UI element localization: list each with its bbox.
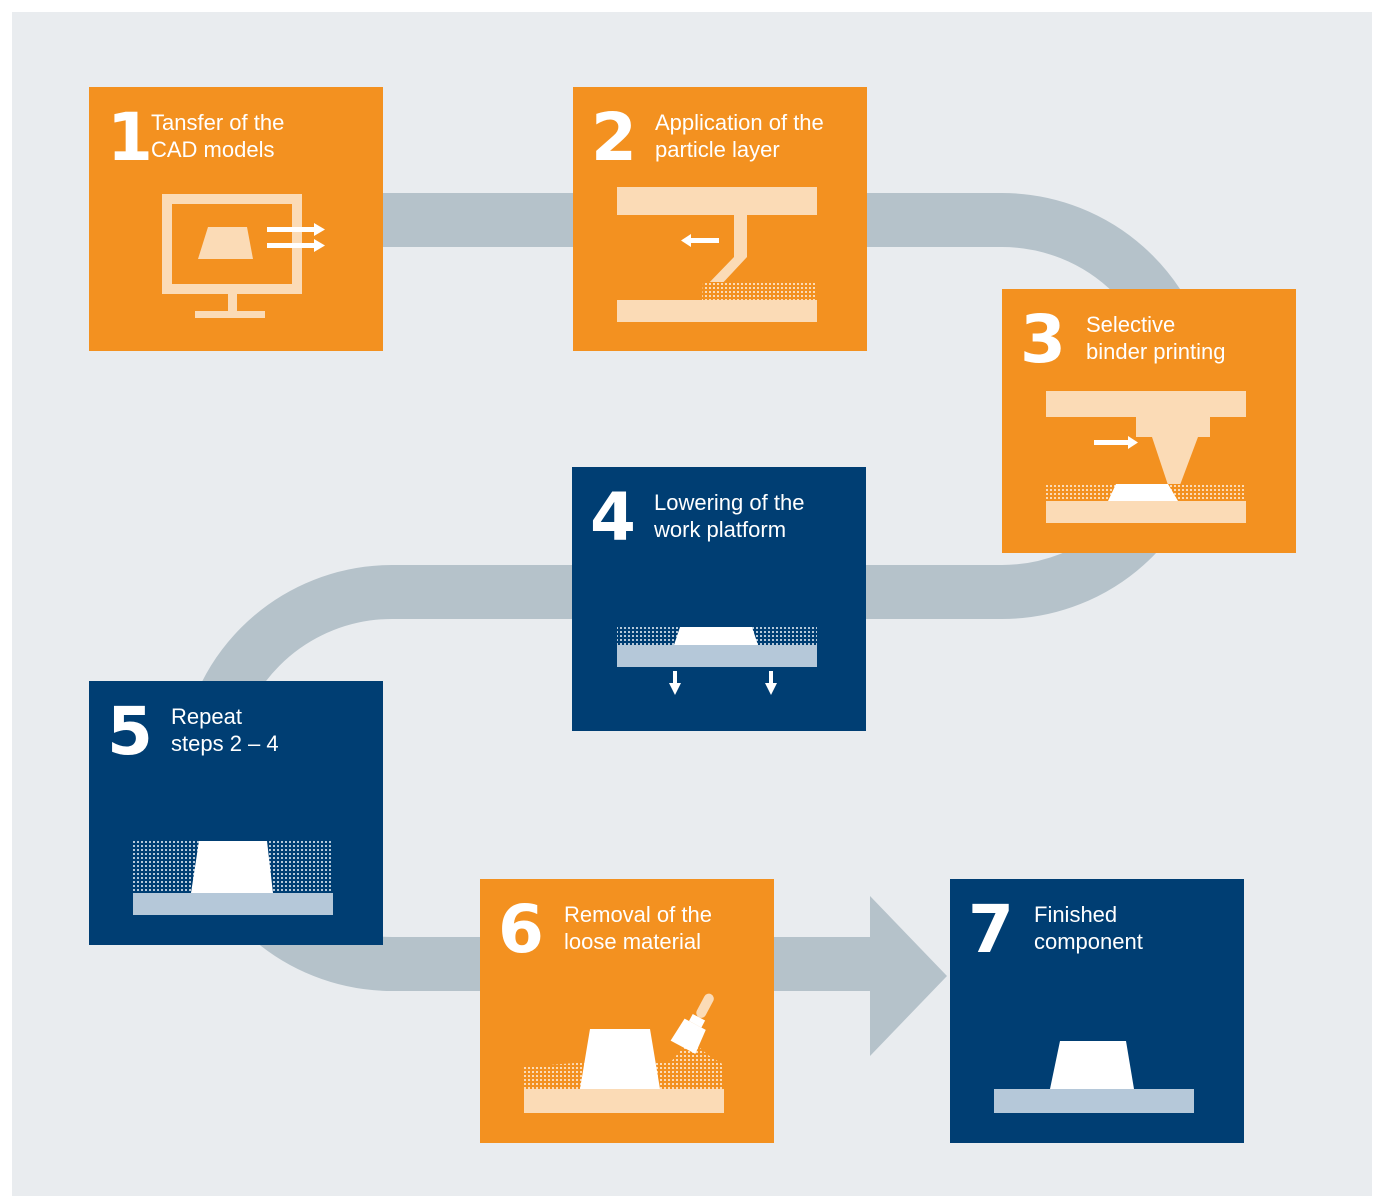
platform-lowering-icon xyxy=(617,627,817,695)
step-5-number: 5 xyxy=(107,693,153,770)
diagram-canvas: 1 Tansfer of the CAD models 2 Applicatio… xyxy=(12,12,1372,1196)
step-7-card: 7 Finished component xyxy=(950,879,1244,1143)
step-6-card: 6 Removal of the loose material xyxy=(480,879,774,1143)
finished-part-icon xyxy=(994,1041,1194,1113)
step-4-card: 4 Lowering of the work platform xyxy=(572,467,866,731)
step-3-number: 3 xyxy=(1020,301,1066,378)
step-3-card: 3 Selective binder printing xyxy=(1002,289,1296,553)
step-7-number: 7 xyxy=(968,891,1014,968)
step-5-card: 5 Repeat steps 2 – 4 xyxy=(89,681,383,945)
step-2-title: Application of the particle layer xyxy=(655,110,824,162)
step-5-title: Repeat steps 2 – 4 xyxy=(171,704,279,756)
recoater-icon xyxy=(617,187,817,322)
step-3-title: Selective binder printing xyxy=(1086,312,1226,364)
layered-part-icon xyxy=(133,841,333,915)
step-2-number: 2 xyxy=(591,99,637,176)
flow-arrowhead xyxy=(870,896,947,1056)
step-1-title: Tansfer of the CAD models xyxy=(151,110,285,162)
step-1-number: 1 xyxy=(107,99,153,176)
computer-monitor-icon xyxy=(162,194,325,318)
brush-icon xyxy=(524,993,724,1113)
print-head-icon xyxy=(1046,391,1246,523)
step-2-card: 2 Application of the particle layer xyxy=(573,87,867,351)
step-7-title: Finished component xyxy=(1034,902,1143,954)
step-1-card: 1 Tansfer of the CAD models xyxy=(89,87,383,351)
step-4-title: Lowering of the work platform xyxy=(654,490,805,542)
step-6-number: 6 xyxy=(498,891,544,968)
step-6-title: Removal of the loose material xyxy=(564,902,712,954)
step-4-number: 4 xyxy=(590,479,636,556)
